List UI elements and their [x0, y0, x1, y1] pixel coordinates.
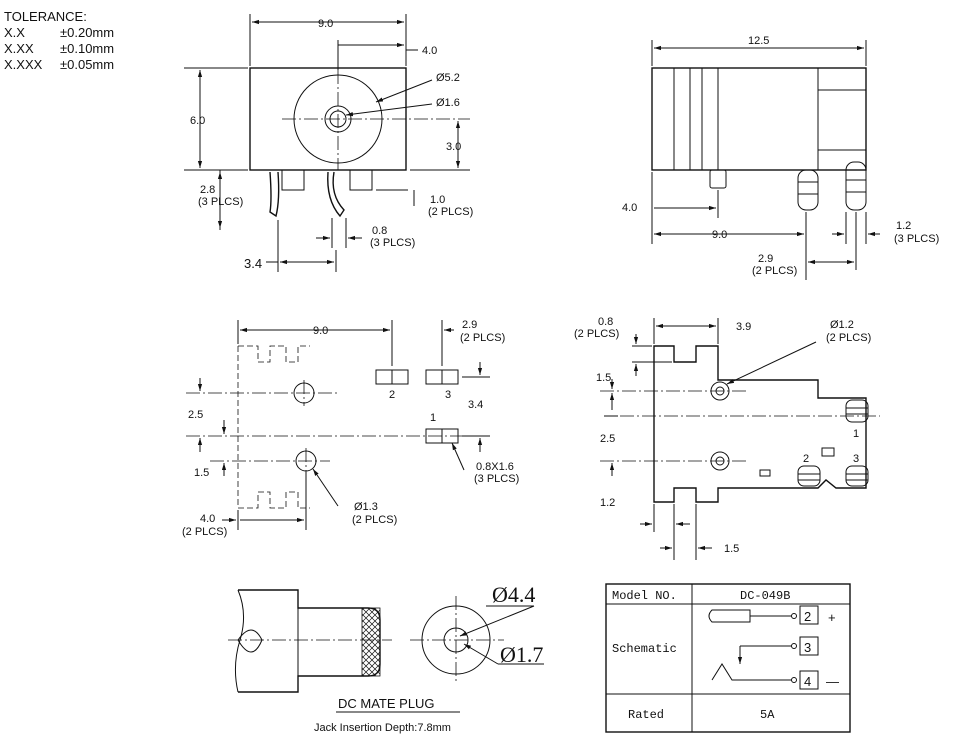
schematic-pin-2: 2: [804, 609, 811, 624]
knurl: [361, 607, 381, 677]
dim-side-c: 2.9: [758, 253, 773, 265]
dim-side-a: 4.0: [622, 202, 637, 214]
svg-text:(3 PLCS): (3 PLCS): [894, 233, 939, 245]
dim-height: 6.0: [190, 115, 205, 127]
dim-pin-len: 2.8: [200, 184, 215, 196]
bv-h15: 1.5: [724, 543, 739, 555]
model-label: Model NO.: [612, 589, 677, 603]
pad-label-3: 3: [445, 389, 451, 401]
bv-v15: 1.5: [596, 372, 611, 384]
bv-d12: Ø1.2: [830, 319, 854, 331]
bv-p08: 0.8: [598, 316, 613, 328]
dim-offset: 4.0: [422, 45, 437, 57]
fp-p40: 4.0: [200, 513, 215, 525]
fp-v34: 3.4: [468, 399, 483, 411]
svg-text:(2 PLCS): (2 PLCS): [460, 332, 505, 344]
tolerance-value: ±0.05mm: [60, 57, 114, 72]
tolerance-title: TOLERANCE:: [4, 9, 87, 24]
tolerance-value: ±0.10mm: [60, 41, 114, 56]
svg-text:(2 PLCS): (2 PLCS): [352, 514, 397, 526]
schematic-label: Schematic: [612, 642, 677, 656]
rated-label: Rated: [628, 708, 664, 722]
dim-pin-dia: Ø1.6: [436, 97, 460, 109]
fp-v15: 1.5: [194, 467, 209, 479]
spec-table: Model NO. DC-049B Schematic Rated 5A 2 3…: [605, 583, 851, 733]
svg-text:(2 PLCS): (2 PLCS): [752, 265, 797, 277]
fp-hole: Ø1.3: [354, 501, 378, 513]
tolerance-block: TOLERANCE: X.X ±0.20mm X.XX ±0.10mm X.XX…: [4, 9, 114, 72]
svg-text:(3 PLCS): (3 PLCS): [198, 196, 243, 208]
tolerance-key: X.XXX: [4, 57, 43, 72]
plug-title: DC MATE PLUG: [338, 696, 435, 711]
rated-value: 5A: [760, 708, 775, 722]
bv-pin-2: 2: [803, 453, 809, 465]
model-value: DC-049B: [740, 589, 790, 603]
pad-label-1: 1: [430, 412, 436, 424]
svg-text:(2 PLCS): (2 PLCS): [182, 526, 227, 538]
pad-label-2: 2: [389, 389, 395, 401]
dim-length: 12.5: [748, 35, 769, 47]
plug-outer-dia: Ø4.4: [492, 582, 535, 607]
dim-width: 9.0: [318, 18, 333, 30]
schematic-pin-4: 4: [804, 674, 811, 689]
fp-pad-pitch: 2.9: [462, 319, 477, 331]
side-body: [651, 67, 867, 171]
bv-v12: 1.2: [600, 497, 615, 509]
dim-center: 3.0: [446, 141, 461, 153]
dim-pin-thick: 0.8: [372, 225, 387, 237]
dim-side-d: 1.2: [896, 220, 911, 232]
bv-v25: 2.5: [600, 433, 615, 445]
front-view: 9.0 4.0 6.0 3.0 Ø5.2 Ø1.6 2.8 (3 PLCS) 1…: [184, 14, 473, 272]
fp-v25: 2.5: [188, 409, 203, 421]
dim-stub: 1.0: [430, 194, 445, 206]
pin-middle: [327, 171, 345, 218]
plug-body: [238, 589, 381, 693]
bv-p39: 3.9: [736, 321, 751, 333]
fp-slot: 0.8X1.6: [476, 461, 514, 473]
dim-side-b: 9.0: [712, 229, 727, 241]
dc-mate-plug: Ø4.4 Ø1.7 DC MATE PLUG Jack Insertion De…: [228, 582, 544, 734]
fp-width: 9.0: [313, 325, 328, 337]
pin-left: [269, 171, 280, 218]
side-view: 12.5 4.0 9.0 2.9 (2 PLCS) 1.2 (3 PLCS): [622, 35, 939, 280]
bottom-body: [653, 345, 867, 503]
dim-pin-pitch: 3.4: [244, 256, 262, 271]
pcb-footprint: 2 3 1 9.0 2.9 (2 PLCS) 3.4 2.5 1.5 0.8X1…: [182, 319, 519, 538]
polarity-minus: —: [826, 674, 839, 689]
polarity-plus: +: [828, 610, 836, 625]
insertion-depth: Jack Insertion Depth:7.8mm: [314, 722, 451, 734]
tolerance-key: X.XX: [4, 41, 34, 56]
svg-text:(3 PLCS): (3 PLCS): [474, 473, 519, 485]
plug-inner-dia: Ø1.7: [500, 642, 543, 667]
schematic-pin-3: 3: [804, 640, 811, 655]
bv-pin-3: 3: [853, 453, 859, 465]
bottom-view: 1 2 3 3.9 0.8 (2 PLCS) Ø1.2 (2 PLCS) 1.5…: [574, 316, 880, 560]
pin-stub-left: [281, 169, 305, 191]
dim-outer-dia: Ø5.2: [436, 72, 460, 84]
svg-text:(3 PLCS): (3 PLCS): [370, 237, 415, 249]
pin-stub-right: [349, 169, 373, 191]
tolerance-key: X.X: [4, 25, 25, 40]
tolerance-value: ±0.20mm: [60, 25, 114, 40]
bv-pin-1: 1: [853, 428, 859, 440]
svg-text:(2 PLCS): (2 PLCS): [574, 328, 619, 340]
schematic-pin: [708, 609, 751, 623]
svg-text:(2 PLCS): (2 PLCS): [428, 206, 473, 218]
svg-text:(2 PLCS): (2 PLCS): [826, 332, 871, 344]
